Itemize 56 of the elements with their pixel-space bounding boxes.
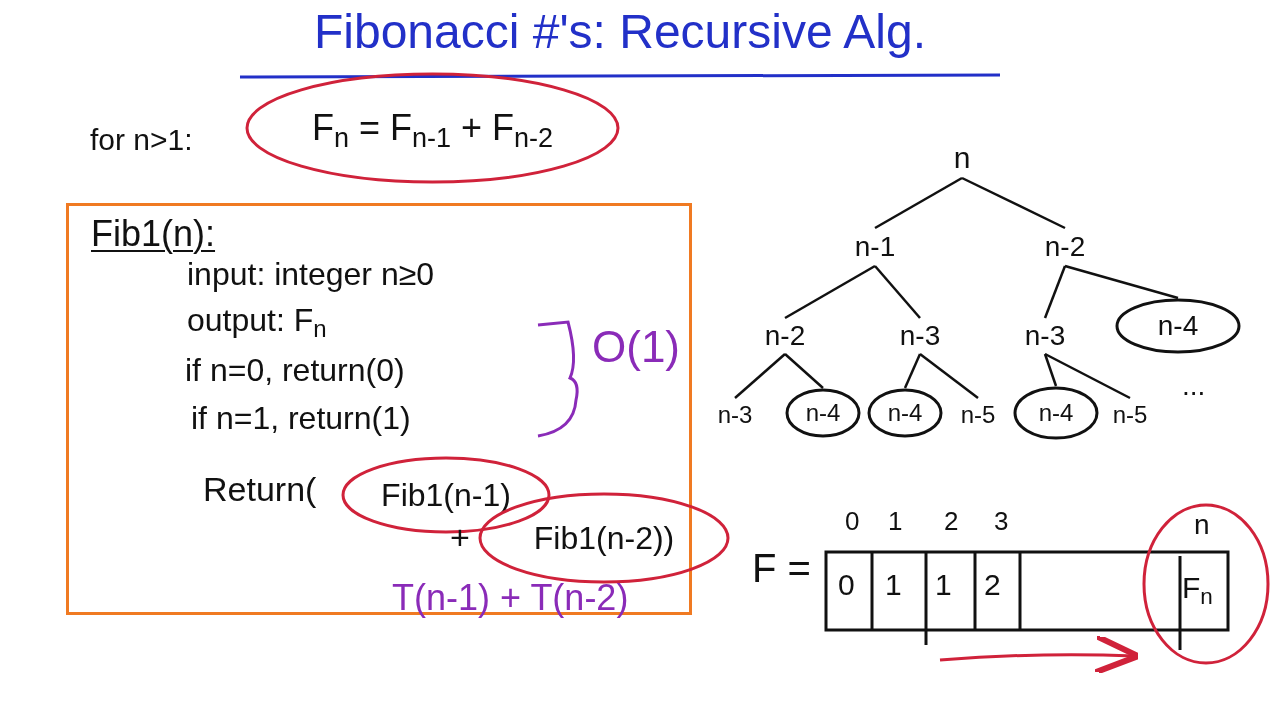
- tree-branch: [874, 265, 921, 319]
- circled-term: [1142, 503, 1270, 665]
- tree-branch: [919, 353, 979, 399]
- circled-term: [245, 72, 620, 184]
- term-text: Fib1(n-1): [381, 479, 511, 511]
- title: Fibonacci #'s: Recursive Alg.: [312, 8, 928, 56]
- tree-branch: [874, 176, 963, 230]
- code-line: F$_{n}$: [1182, 573, 1213, 603]
- array-name: F =: [752, 548, 811, 588]
- term-text: n: [953, 143, 971, 173]
- tree-branch: [734, 353, 786, 399]
- array-index: 3: [994, 508, 1009, 534]
- tree-branch: [903, 353, 922, 389]
- circled-term: [785, 388, 861, 438]
- array-cell: 1: [935, 570, 952, 600]
- term-text: Fib1(n-2)): [533, 522, 675, 554]
- array-cell: 0: [838, 570, 855, 600]
- array-index: 1: [888, 508, 903, 534]
- function-heading: Fib1(n):: [91, 216, 216, 252]
- term-text: n-2: [1044, 233, 1086, 261]
- term-text: F$_{n}$ = F$_{n-1}$ + F$_{n-2}$: [311, 110, 554, 146]
- term-text: n-3: [899, 322, 941, 350]
- tree-branch: [1044, 352, 1131, 400]
- tree-branch: [1064, 264, 1179, 300]
- complexity-note: O(1): [592, 325, 680, 369]
- term-text: n-5: [960, 403, 996, 427]
- term-text: n-1: [854, 233, 896, 261]
- ellipsis: ...: [1182, 372, 1206, 400]
- term-text: n-4: [1157, 312, 1199, 340]
- array-cell: 2: [984, 570, 1001, 600]
- circled-term: [867, 388, 943, 438]
- term-text: n-2: [764, 322, 806, 350]
- code-line: Return(: [203, 472, 317, 506]
- tree-branch: [784, 353, 824, 389]
- circled-term: [1115, 298, 1241, 354]
- tree-branch: [961, 176, 1066, 230]
- code-line: output: F$_{n}$: [187, 304, 327, 336]
- tree-branch: [1043, 353, 1058, 387]
- term-text: n-3: [1024, 322, 1066, 350]
- term-text: n-4: [805, 401, 841, 425]
- term-text: n-4: [1038, 401, 1074, 425]
- code-line: if n=1, return(1): [191, 402, 411, 434]
- term-text: n-4: [887, 401, 923, 425]
- array-index: 2: [944, 508, 959, 534]
- circled-term: [1013, 386, 1099, 440]
- array-index: 0: [845, 508, 860, 534]
- code-line: input: integer n≥0: [187, 258, 435, 290]
- recurrence-note: T(n-1) + T(n-2): [392, 580, 629, 616]
- term-text: n-3: [717, 403, 753, 427]
- array-cell: 1: [885, 570, 902, 600]
- code-line: if n=0, return(0): [185, 354, 405, 386]
- tree-branch: [784, 264, 876, 320]
- condition-text: for n>1:: [90, 125, 193, 155]
- tree-branch: [1043, 265, 1067, 319]
- code-line: n: [1194, 511, 1210, 539]
- term-text: n-5: [1112, 403, 1148, 427]
